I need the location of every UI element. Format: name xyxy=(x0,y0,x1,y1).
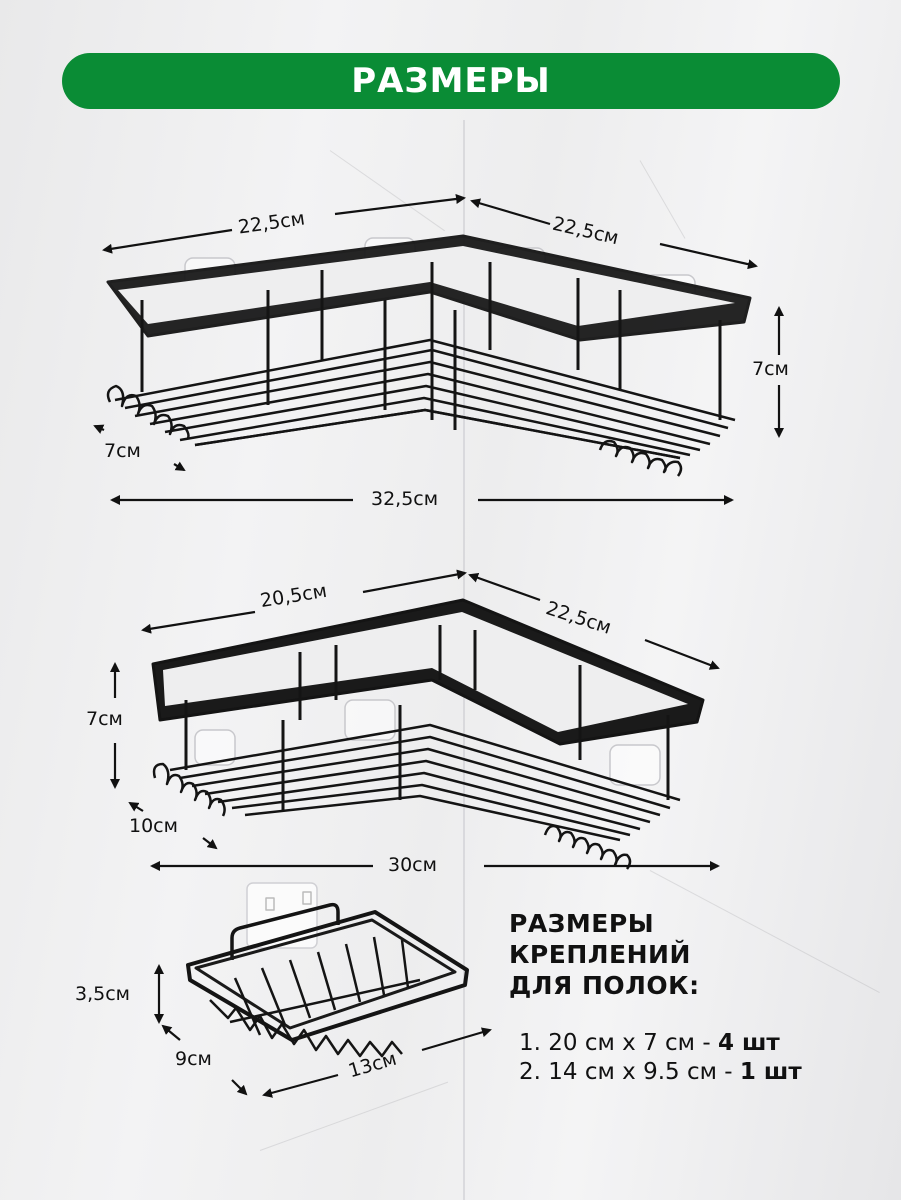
page-title: РАЗМЕРЫ xyxy=(351,61,551,101)
mount-item-number: 2. xyxy=(519,1059,541,1085)
medium-shelf-width: 30см xyxy=(388,854,437,876)
mounts-list: 1. 20 см х 7 см - 4 шт 2. 14 см х 9.5 см… xyxy=(509,1029,802,1087)
mount-item-size: 14 см х 9.5 см - xyxy=(548,1059,740,1085)
mounts-title-line: ДЛЯ ПОЛОК: xyxy=(509,971,700,1000)
large-shelf-dimension-arrows xyxy=(93,194,784,505)
mounts-title-line: РАЗМЕРЫ xyxy=(509,909,655,938)
mount-item-qty: 1 шт xyxy=(739,1059,802,1085)
large-shelf-width: 32,5см xyxy=(371,488,439,510)
mount-item: 2. 14 см х 9.5 см - 1 шт xyxy=(509,1058,802,1087)
soap-dish-dimension-arrows xyxy=(154,964,492,1098)
mounts-title: РАЗМЕРЫ КРЕПЛЕНИЙ ДЛЯ ПОЛОК: xyxy=(509,908,802,1001)
soap-dish xyxy=(186,882,469,1058)
mount-item-size: 20 см х 7 см - xyxy=(548,1030,718,1056)
header-banner: РАЗМЕРЫ xyxy=(62,53,840,109)
mount-item-qty: 4 шт xyxy=(717,1030,780,1056)
medium-shelf-dimension-arrows xyxy=(110,569,720,871)
soap-dish-height: 3,5см xyxy=(75,983,130,1005)
large-corner-shelf xyxy=(106,234,752,477)
mount-item: 1. 20 см х 7 см - 4 шт xyxy=(509,1029,802,1058)
large-shelf-height: 7см xyxy=(752,358,789,380)
medium-shelf-height: 7см xyxy=(86,708,123,730)
mounts-title-line: КРЕПЛЕНИЙ xyxy=(509,940,691,969)
medium-corner-shelf xyxy=(151,598,705,870)
medium-shelf-depth: 10см xyxy=(129,815,178,837)
mount-item-number: 1. xyxy=(519,1030,541,1056)
soap-dish-depth: 9см xyxy=(175,1048,212,1070)
large-shelf-depth: 7см xyxy=(104,440,141,462)
mounts-info: РАЗМЕРЫ КРЕПЛЕНИЙ ДЛЯ ПОЛОК: 1. 20 см х … xyxy=(509,908,802,1087)
